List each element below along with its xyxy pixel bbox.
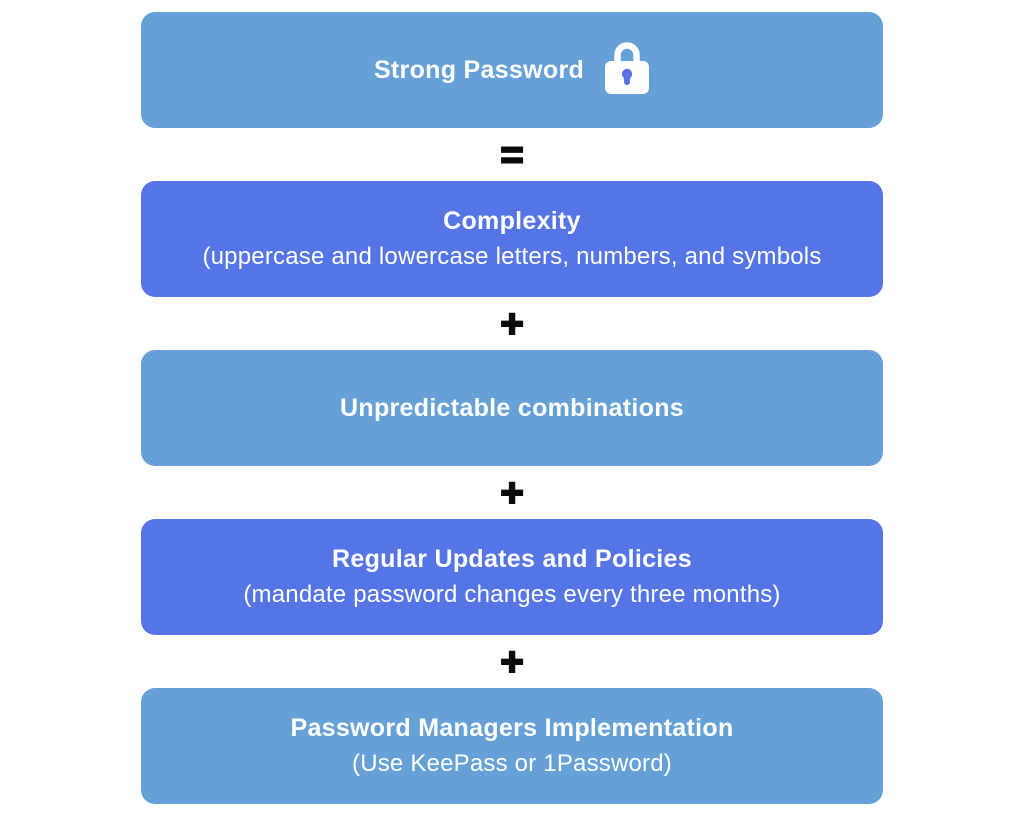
lock-icon: [604, 40, 650, 95]
operator-equals: =: [499, 132, 524, 177]
node-unpredictable-combinations-title: Unpredictable combinations: [340, 393, 684, 422]
operator-plus-1: +: [499, 301, 524, 346]
operator-plus-3: +: [499, 639, 524, 684]
operator-plus-2: +: [499, 470, 524, 515]
node-title-row: Strong Password: [373, 40, 650, 98]
node-unpredictable-combinations: Unpredictable combinations: [141, 350, 883, 466]
node-password-managers: Password Managers Implementation (Use Ke…: [141, 688, 883, 804]
node-strong-password-title: Strong Password: [373, 55, 585, 84]
node-password-managers-subtitle: (Use KeePass or 1Password): [352, 750, 672, 777]
node-strong-password: Strong Password: [141, 12, 883, 128]
node-regular-updates: Regular Updates and Policies (mandate pa…: [141, 519, 883, 635]
node-regular-updates-title: Regular Updates and Policies: [332, 545, 692, 573]
node-complexity: Complexity (uppercase and lowercase lett…: [141, 181, 883, 297]
node-regular-updates-subtitle: (mandate password changes every three mo…: [243, 581, 781, 608]
node-complexity-title: Complexity: [443, 207, 581, 235]
node-complexity-subtitle: (uppercase and lowercase letters, number…: [202, 243, 822, 270]
node-password-managers-title: Password Managers Implementation: [290, 714, 734, 742]
